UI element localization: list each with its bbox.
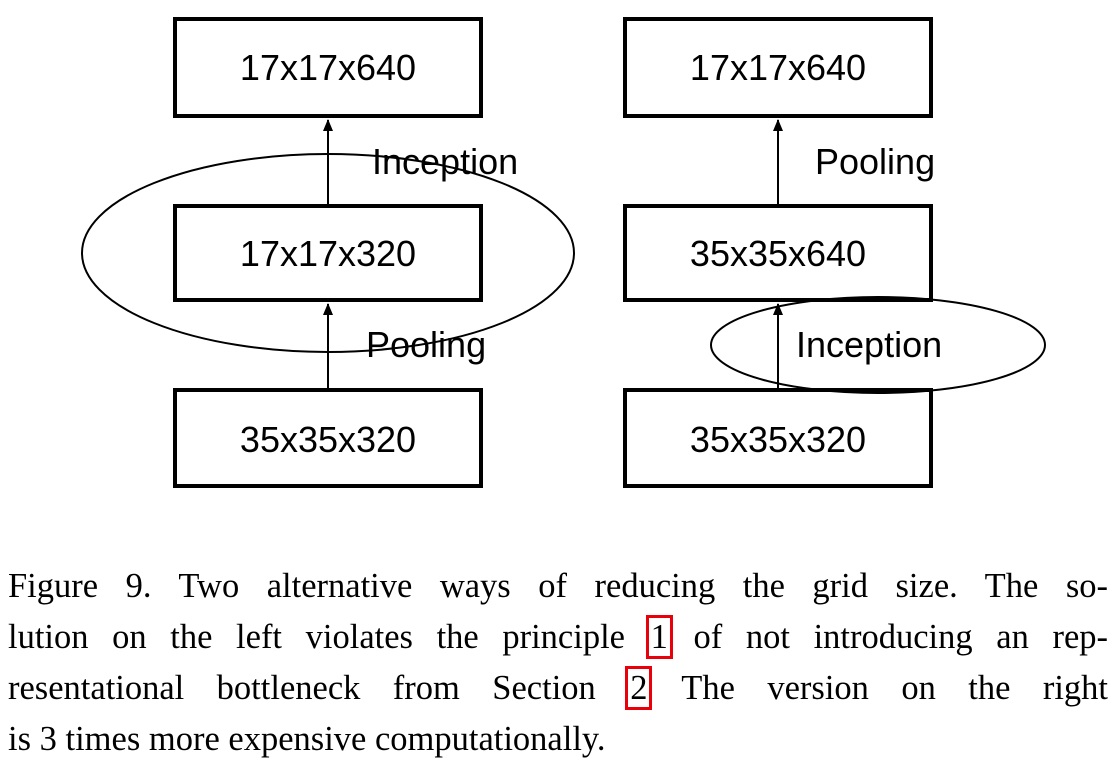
left-bottom-box: 35x35x320	[173, 388, 483, 488]
left-upper-op-label: Inception	[372, 141, 518, 182]
right-bottom-box-label: 35x35x320	[690, 419, 866, 460]
left-inception-ellipse	[81, 153, 575, 353]
caption-line-4: is 3 times more expensive computationall…	[8, 720, 606, 758]
caption-line-3: resentational bottleneck from Section 2 …	[8, 663, 1108, 714]
left-top-box: 17x17x640	[173, 17, 483, 118]
right-middle-box: 35x35x640	[623, 204, 933, 302]
section-reference-link[interactable]: 2	[625, 666, 653, 710]
left-bottom-box-label: 35x35x320	[240, 419, 416, 460]
caption-line-3-end: The version on the right	[649, 669, 1108, 707]
right-variant: 17x17x640 35x35x640 35x35x320 Pooling In…	[623, 17, 1046, 488]
left-middle-box-label: 17x17x320	[240, 233, 416, 274]
caption-line-2: lution on the left violates the principl…	[8, 612, 1108, 663]
principle-reference-link[interactable]: 1	[645, 615, 673, 659]
figure-caption: Figure 9. Two alternative ways of reduci…	[8, 561, 1108, 765]
right-middle-box-label: 35x35x640	[690, 233, 866, 274]
right-inception-ellipse	[710, 296, 1046, 394]
caption-line-2-end: of not introducing an rep-	[669, 618, 1109, 656]
caption-line-2-start: lution on the left violates the principl…	[8, 618, 649, 656]
caption-line-3-start: resentational bottleneck from Section	[8, 669, 629, 707]
right-lower-op-label: Inception	[796, 324, 942, 365]
left-middle-box: 17x17x320	[173, 204, 483, 302]
grid-reduction-diagram: 17x17x640 17x17x320 35x35x320 Inception …	[81, 17, 1046, 488]
left-top-box-label: 17x17x640	[240, 47, 416, 88]
left-lower-op-label: Pooling	[366, 324, 486, 365]
right-bottom-box: 35x35x320	[623, 388, 933, 488]
left-variant: 17x17x640 17x17x320 35x35x320 Inception …	[81, 17, 575, 488]
caption-line-1: Figure 9. Two alternative ways of reduci…	[8, 567, 1108, 605]
right-upper-op-label: Pooling	[815, 141, 935, 182]
right-top-box-label: 17x17x640	[690, 47, 866, 88]
right-top-box: 17x17x640	[623, 17, 933, 118]
